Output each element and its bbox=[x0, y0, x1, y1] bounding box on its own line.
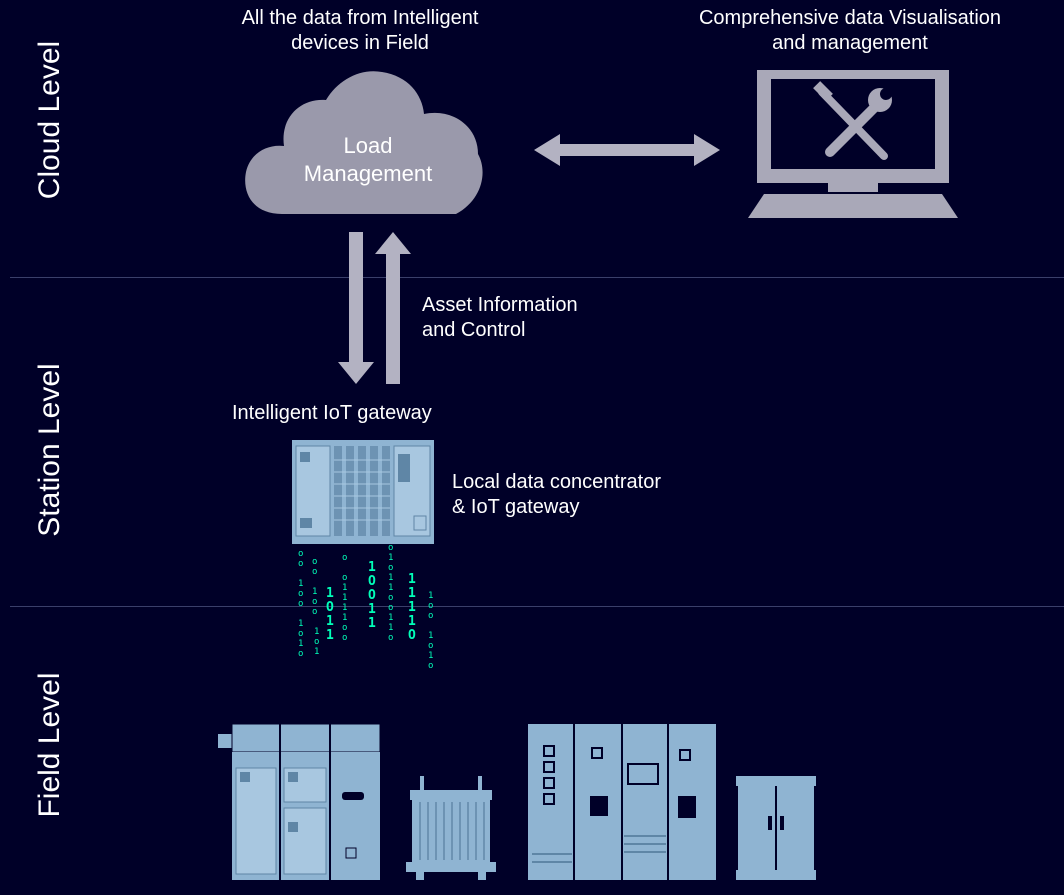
cabinet-icon bbox=[736, 776, 816, 880]
visualisation-caption-line1: Comprehensive data Visualisation bbox=[698, 7, 1002, 29]
cloud-label: Load Management bbox=[270, 132, 466, 188]
bidirectional-arrow-icon bbox=[534, 134, 720, 166]
level-label-field: Field Level bbox=[33, 672, 66, 818]
uplink-arrow-icon bbox=[375, 232, 411, 384]
cloud-label-line1: Load bbox=[343, 133, 393, 158]
downlink-arrow-icon bbox=[338, 232, 374, 384]
visualisation-caption: Comprehensive data Visualisation and man… bbox=[640, 6, 1060, 56]
flow-label-line2: and Control bbox=[422, 319, 526, 341]
gateway-description: Local data concentrator & IoT gateway bbox=[452, 470, 661, 520]
divider-cloud-station bbox=[10, 277, 1064, 278]
divider-station-field bbox=[10, 606, 1064, 607]
plc-gateway-icon bbox=[292, 440, 434, 544]
control-panel-icon bbox=[528, 724, 716, 880]
cloud-caption-line2: devices in Field bbox=[291, 32, 429, 54]
flow-label-line1: Asset Information bbox=[422, 294, 578, 316]
level-label-cloud: Cloud Level bbox=[33, 40, 66, 200]
gateway-description-line2: & IoT gateway bbox=[452, 496, 580, 518]
transformer-icon bbox=[406, 776, 496, 880]
cloud-label-line2: Management bbox=[303, 161, 433, 186]
cloud-caption: All the data from Intelligent devices in… bbox=[190, 6, 530, 56]
gateway-title: Intelligent IoT gateway bbox=[232, 402, 432, 424]
cloud-caption-line1: All the data from Intelligent bbox=[241, 7, 479, 29]
visualisation-caption-line2: and management bbox=[772, 32, 928, 54]
laptop-tools-icon bbox=[748, 70, 958, 218]
binary-stream-icon: o o 1 o o 1 o 1 o o o 1 o o 1 O 1 1 o o … bbox=[298, 543, 434, 671]
level-label-station: Station Level bbox=[33, 363, 66, 537]
flow-label: Asset Information and Control bbox=[422, 293, 578, 343]
gateway-description-line1: Local data concentrator bbox=[452, 471, 662, 493]
cloud-icon bbox=[245, 71, 483, 214]
switchgear-icon bbox=[218, 724, 380, 880]
